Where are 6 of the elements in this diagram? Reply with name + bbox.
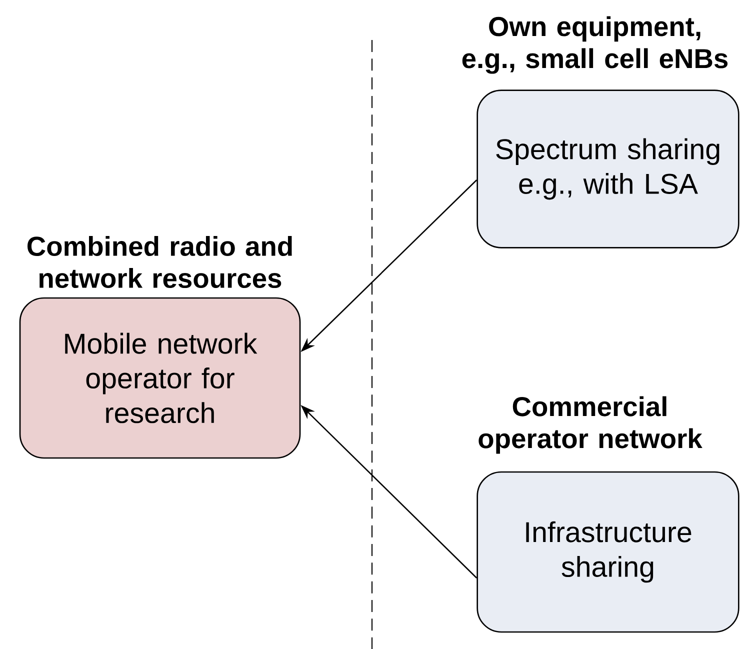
rounded-box: Mobile network operator for research xyxy=(19,297,301,459)
heading: Combined radio and network resources xyxy=(28,236,292,288)
rounded-box: Spectrum sharing e.g., with LSA xyxy=(476,90,740,248)
heading: Commercial operator network xyxy=(478,396,702,454)
heading: Own equipment, e.g., small cell eNBs xyxy=(462,16,728,74)
rounded-box: Infrastructure sharing xyxy=(476,471,740,633)
